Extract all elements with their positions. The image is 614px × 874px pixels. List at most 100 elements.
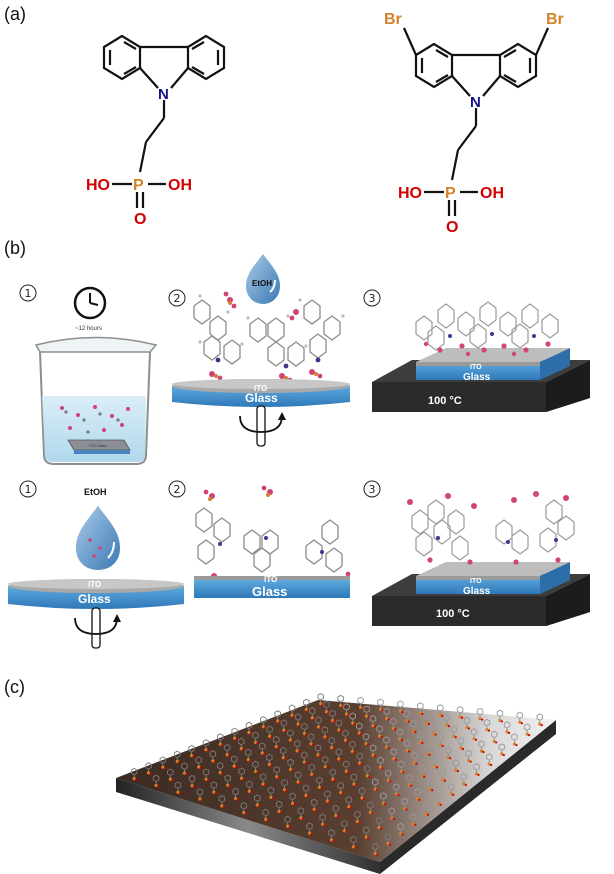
surface-molecule bbox=[280, 719, 288, 733]
row2-step2-substrate bbox=[194, 576, 350, 598]
surface-molecule bbox=[355, 722, 363, 736]
surface-molecule bbox=[523, 723, 531, 737]
surface-molecule bbox=[231, 727, 238, 741]
surface-molecule bbox=[309, 707, 316, 720]
surface-molecule bbox=[377, 756, 384, 770]
surface-molecule bbox=[410, 720, 417, 734]
surface-molecule bbox=[369, 744, 377, 758]
surface-molecule bbox=[424, 743, 431, 756]
surface-molecule bbox=[354, 810, 361, 824]
surface-molecule bbox=[232, 787, 239, 801]
beaker-icon bbox=[34, 336, 158, 465]
surface-molecule bbox=[436, 704, 444, 717]
surface-molecule bbox=[418, 764, 426, 778]
row2-step2: 2 ITO Glass bbox=[168, 480, 351, 599]
surface-molecule bbox=[266, 753, 273, 767]
surface-molecule bbox=[218, 795, 226, 808]
row1-step2: 2 EtOH bbox=[168, 254, 350, 447]
surface-molecule bbox=[414, 788, 421, 801]
surface-molecule bbox=[174, 781, 182, 795]
surface-molecule bbox=[202, 739, 210, 752]
row1-step2-molecules bbox=[193, 291, 345, 383]
surface-molecule bbox=[447, 783, 455, 796]
surface-molecule bbox=[380, 792, 387, 806]
surface-molecule bbox=[307, 733, 315, 746]
surface-molecule bbox=[288, 704, 296, 718]
surface-molecule bbox=[274, 710, 281, 724]
surface-molecule bbox=[410, 812, 417, 826]
surface-molecule bbox=[439, 768, 447, 782]
surface-molecule bbox=[246, 780, 253, 794]
oxygen-atom-left: O bbox=[134, 211, 146, 228]
row2-step2-number: 2 bbox=[174, 483, 181, 496]
surface-molecule bbox=[302, 784, 310, 798]
surface-molecule bbox=[294, 771, 302, 785]
plate-front-left-edge bbox=[116, 778, 380, 874]
surface-molecule bbox=[335, 748, 343, 762]
surface-molecule bbox=[303, 698, 310, 712]
clock-caption: ~12 hours bbox=[75, 326, 102, 332]
surface-molecule bbox=[196, 788, 204, 802]
row1-step2-ito-label: ITO bbox=[254, 384, 267, 393]
row1-rotation-arrow-icon bbox=[239, 405, 286, 447]
surface-molecule bbox=[350, 835, 357, 849]
molecule-carbazole-phosphonic-acid bbox=[102, 34, 226, 208]
surface-molecule bbox=[306, 822, 313, 836]
surface-molecule bbox=[328, 736, 335, 750]
panel-b-label: (b) bbox=[4, 238, 26, 258]
row1-spin-substrate bbox=[172, 379, 350, 407]
surface-molecule bbox=[252, 760, 259, 774]
surface-molecule bbox=[367, 801, 374, 815]
clock-icon bbox=[73, 286, 107, 320]
surface-molecule bbox=[152, 774, 160, 788]
surface-molecule bbox=[403, 709, 410, 723]
surface-molecule bbox=[465, 749, 472, 763]
surface-molecule bbox=[273, 765, 281, 779]
surface-molecule bbox=[473, 763, 480, 777]
surface-molecule bbox=[363, 705, 370, 719]
surface-molecule bbox=[483, 718, 491, 732]
surface-molecule bbox=[384, 832, 392, 846]
surface-molecule bbox=[308, 763, 315, 777]
row2-step3: 3 100 °C ITO Glass bbox=[363, 480, 590, 626]
surface-molecule bbox=[275, 800, 283, 814]
surface-molecule bbox=[314, 744, 322, 757]
surface-molecule bbox=[329, 768, 337, 782]
surface-molecule bbox=[393, 783, 400, 797]
surface-molecule bbox=[341, 819, 348, 833]
surface-molecule bbox=[289, 792, 296, 806]
surface-molecule bbox=[259, 742, 266, 756]
row2-step1: 1 EtOH ITO Glass bbox=[8, 480, 184, 649]
row2-rotation-arrow-icon bbox=[74, 607, 121, 649]
surface-molecule bbox=[145, 762, 152, 775]
row1-step2-number: 2 bbox=[174, 292, 181, 305]
surface-molecule bbox=[388, 807, 396, 821]
surface-molecule bbox=[385, 769, 392, 783]
surface-molecule bbox=[335, 719, 343, 733]
surface-molecule bbox=[216, 761, 224, 775]
surface-molecule bbox=[372, 842, 379, 856]
plate-top-surface bbox=[116, 700, 556, 862]
phosphorus-atom-left: P bbox=[133, 177, 144, 194]
oxygen-atom-right: O bbox=[446, 219, 458, 236]
surface-molecule bbox=[329, 709, 336, 723]
surface-molecule bbox=[280, 746, 287, 760]
surface-molecule bbox=[403, 739, 411, 753]
surface-molecule bbox=[310, 798, 318, 812]
surface-molecule bbox=[362, 826, 370, 840]
surface-molecule bbox=[262, 808, 269, 822]
surface-molecule bbox=[377, 698, 384, 712]
row1-step3: 3 100 °C ITO Glass bbox=[363, 289, 590, 412]
surface-molecule bbox=[287, 729, 294, 743]
surface-molecule bbox=[273, 735, 280, 749]
row2-hotplate-label: 100 °C bbox=[436, 608, 470, 620]
bromine-atom-right: Br bbox=[546, 11, 564, 28]
surface-molecule bbox=[130, 767, 138, 781]
surface-molecule bbox=[496, 709, 504, 723]
surface-molecule bbox=[498, 743, 506, 757]
surface-molecule bbox=[452, 759, 460, 773]
surface-molecule bbox=[323, 700, 330, 714]
surface-molecule bbox=[397, 700, 404, 714]
surface-molecule bbox=[383, 736, 390, 750]
nitrogen-atom-left: N bbox=[158, 86, 169, 103]
